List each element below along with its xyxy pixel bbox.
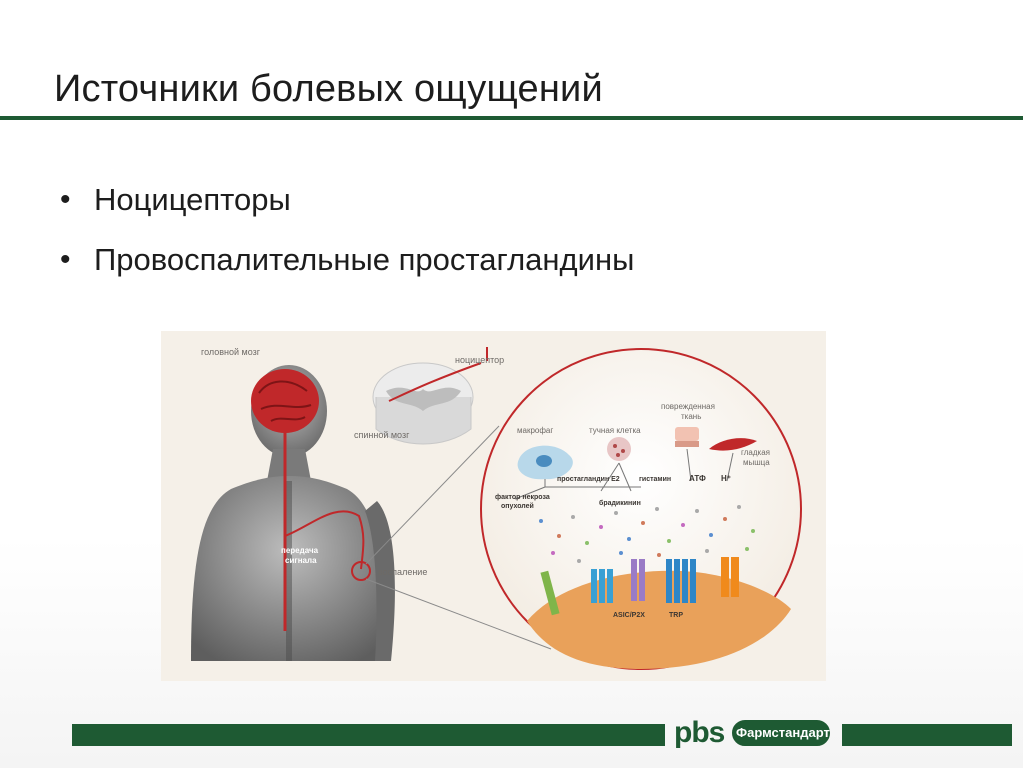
label-nociceptor: ноцицептор [455, 355, 504, 365]
molecules [539, 505, 755, 563]
bullet-item: • Провоспалительные простагландины [60, 244, 634, 275]
label-tnf-2: опухолей [501, 502, 534, 510]
label-macrophage: макрофаг [517, 426, 553, 435]
label-atp: АТФ [689, 474, 706, 483]
label-asic: ASIC/P2X [613, 612, 645, 619]
label-damaged-1: поврежденная [661, 402, 715, 411]
pain-pathway-svg: головной мозг ноцицептор спинной мозг пе… [191, 347, 802, 670]
label-spinal-cord: спинной мозг [354, 430, 410, 440]
label-smooth-2: мышца [743, 458, 770, 467]
company-logo: pbs Фармстандарт [674, 714, 834, 754]
label-signal-2: сигнала [285, 556, 317, 565]
label-inflammation: воспаление [378, 567, 427, 577]
pain-pathway-illustration: головной мозг ноцицептор спинной мозг пе… [161, 331, 826, 681]
spinal-cord-section [372, 347, 488, 445]
logo-mark: pbs [674, 716, 725, 749]
bullet-dot: • [60, 243, 71, 276]
label-smooth-1: гладкая [741, 448, 770, 457]
label-mast-cell: тучная клетка [589, 426, 641, 435]
smooth-muscle [709, 438, 757, 451]
footer-bar-right [842, 724, 1012, 746]
mast-cell [607, 437, 631, 461]
signal-arrows [514, 448, 734, 500]
label-signal-1: передача [281, 546, 319, 555]
bullet-text: Провоспалительные простагландины [94, 242, 635, 277]
brain-nerve [251, 369, 371, 631]
label-trp: TRP [669, 612, 683, 619]
footer-bar-left [72, 724, 665, 746]
label-damaged-2: ткань [681, 412, 701, 421]
macrophage-cell [517, 445, 573, 480]
logo-pill [732, 720, 830, 746]
label-tnf-1: фактор некроза [495, 494, 550, 501]
title-divider [0, 116, 1023, 120]
label-bradykinin: брадикинин [599, 499, 641, 507]
bullet-item: • Ноцицепторы [60, 184, 634, 215]
bullet-text: Ноцицепторы [94, 182, 291, 217]
label-prostaglandin: простагландин E2 [557, 476, 620, 483]
damaged-tissue [675, 427, 699, 447]
slide-title: Источники болевых ощущений [54, 68, 603, 110]
bullet-dot: • [60, 183, 71, 216]
bullet-list: • Ноцицепторы • Провоспалительные проста… [60, 184, 634, 304]
label-hplus: H⁺ [721, 474, 731, 483]
logo-name: Фармстандарт [736, 725, 830, 740]
label-histamine: гистамин [639, 476, 671, 483]
label-brain: головной мозг [201, 347, 261, 357]
receptors [540, 557, 739, 616]
